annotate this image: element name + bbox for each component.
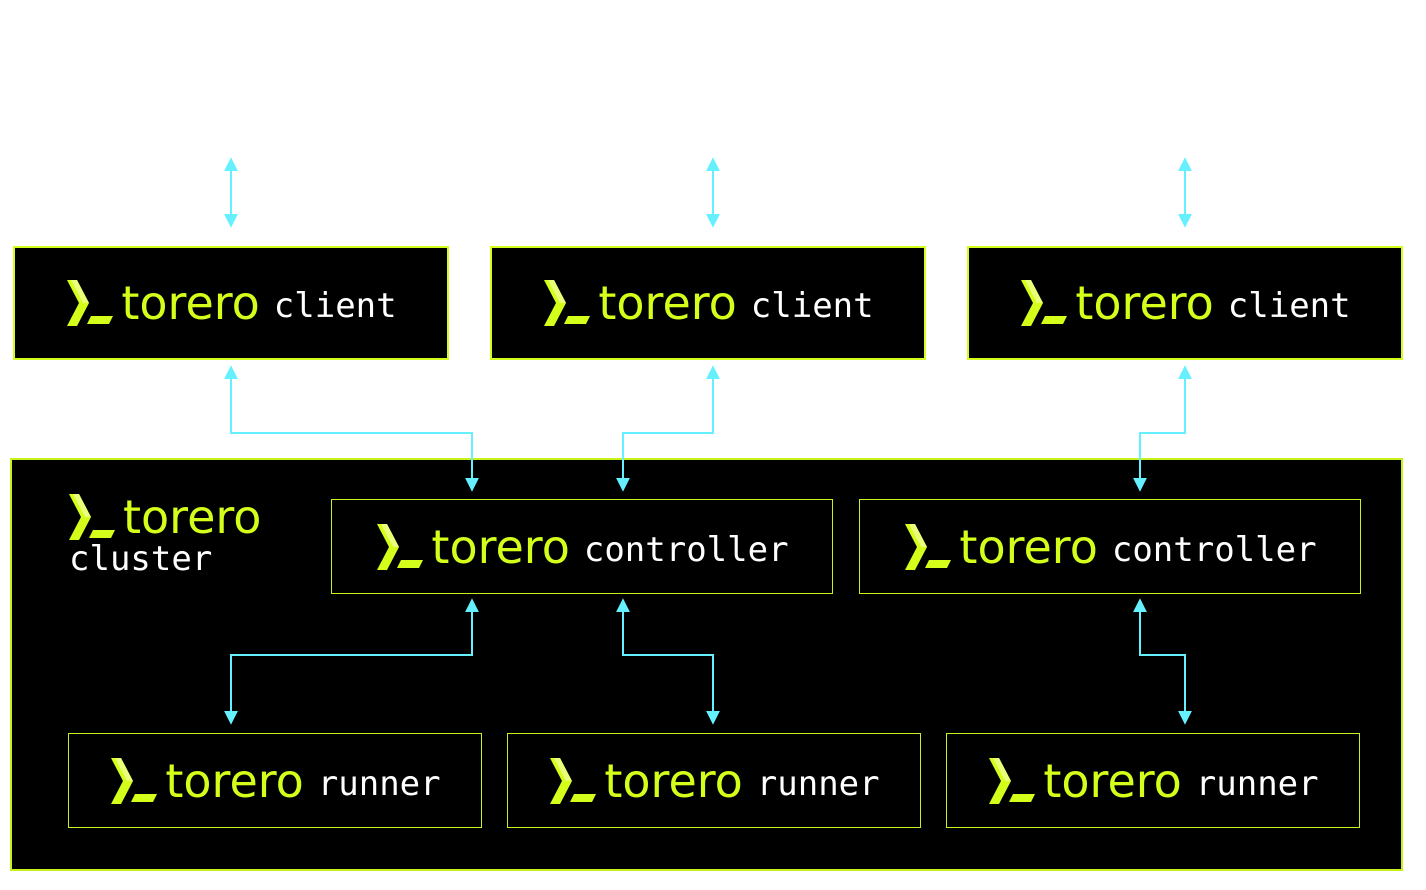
client3-controller2-arrow bbox=[1133, 365, 1192, 492]
client-role: client bbox=[1227, 286, 1351, 326]
controller1-runner2-arrow bbox=[616, 598, 720, 725]
controller1-runner1-arrow bbox=[224, 598, 479, 725]
cluster-label: torero cluster bbox=[67, 492, 261, 576]
client1-controller1-arrow bbox=[224, 365, 479, 492]
client-box-1: torero client bbox=[13, 246, 449, 360]
cluster-role: cluster bbox=[69, 539, 213, 579]
cluster-brand: torero bbox=[123, 490, 262, 544]
controller-role: controller bbox=[1111, 529, 1317, 570]
controller-brand: torero bbox=[431, 519, 570, 574]
client-role: client bbox=[273, 286, 397, 326]
controller-brand: torero bbox=[959, 519, 1098, 574]
client-box-2: torero client bbox=[490, 246, 926, 360]
client-role: client bbox=[750, 286, 874, 326]
controller-box-2: torero controller bbox=[859, 499, 1361, 594]
controller-role: controller bbox=[583, 529, 789, 570]
controller2-runner3-arrow bbox=[1133, 598, 1192, 725]
client2-controller1-arrow bbox=[616, 365, 720, 492]
runner-brand: torero bbox=[1043, 753, 1182, 808]
runner-role: runner bbox=[1195, 763, 1319, 804]
client-brand: torero bbox=[1075, 276, 1214, 330]
runner-role: runner bbox=[317, 763, 441, 804]
controller-box-1: torero controller bbox=[331, 499, 833, 594]
client-box-3: torero client bbox=[967, 246, 1403, 360]
runner-role: runner bbox=[756, 763, 880, 804]
runner-brand: torero bbox=[604, 753, 743, 808]
runner-box-1: torero runner bbox=[68, 733, 482, 828]
runner-brand: torero bbox=[165, 753, 304, 808]
runner-box-2: torero runner bbox=[507, 733, 921, 828]
client-brand: torero bbox=[121, 276, 260, 330]
runner-box-3: torero runner bbox=[946, 733, 1360, 828]
client-brand: torero bbox=[598, 276, 737, 330]
